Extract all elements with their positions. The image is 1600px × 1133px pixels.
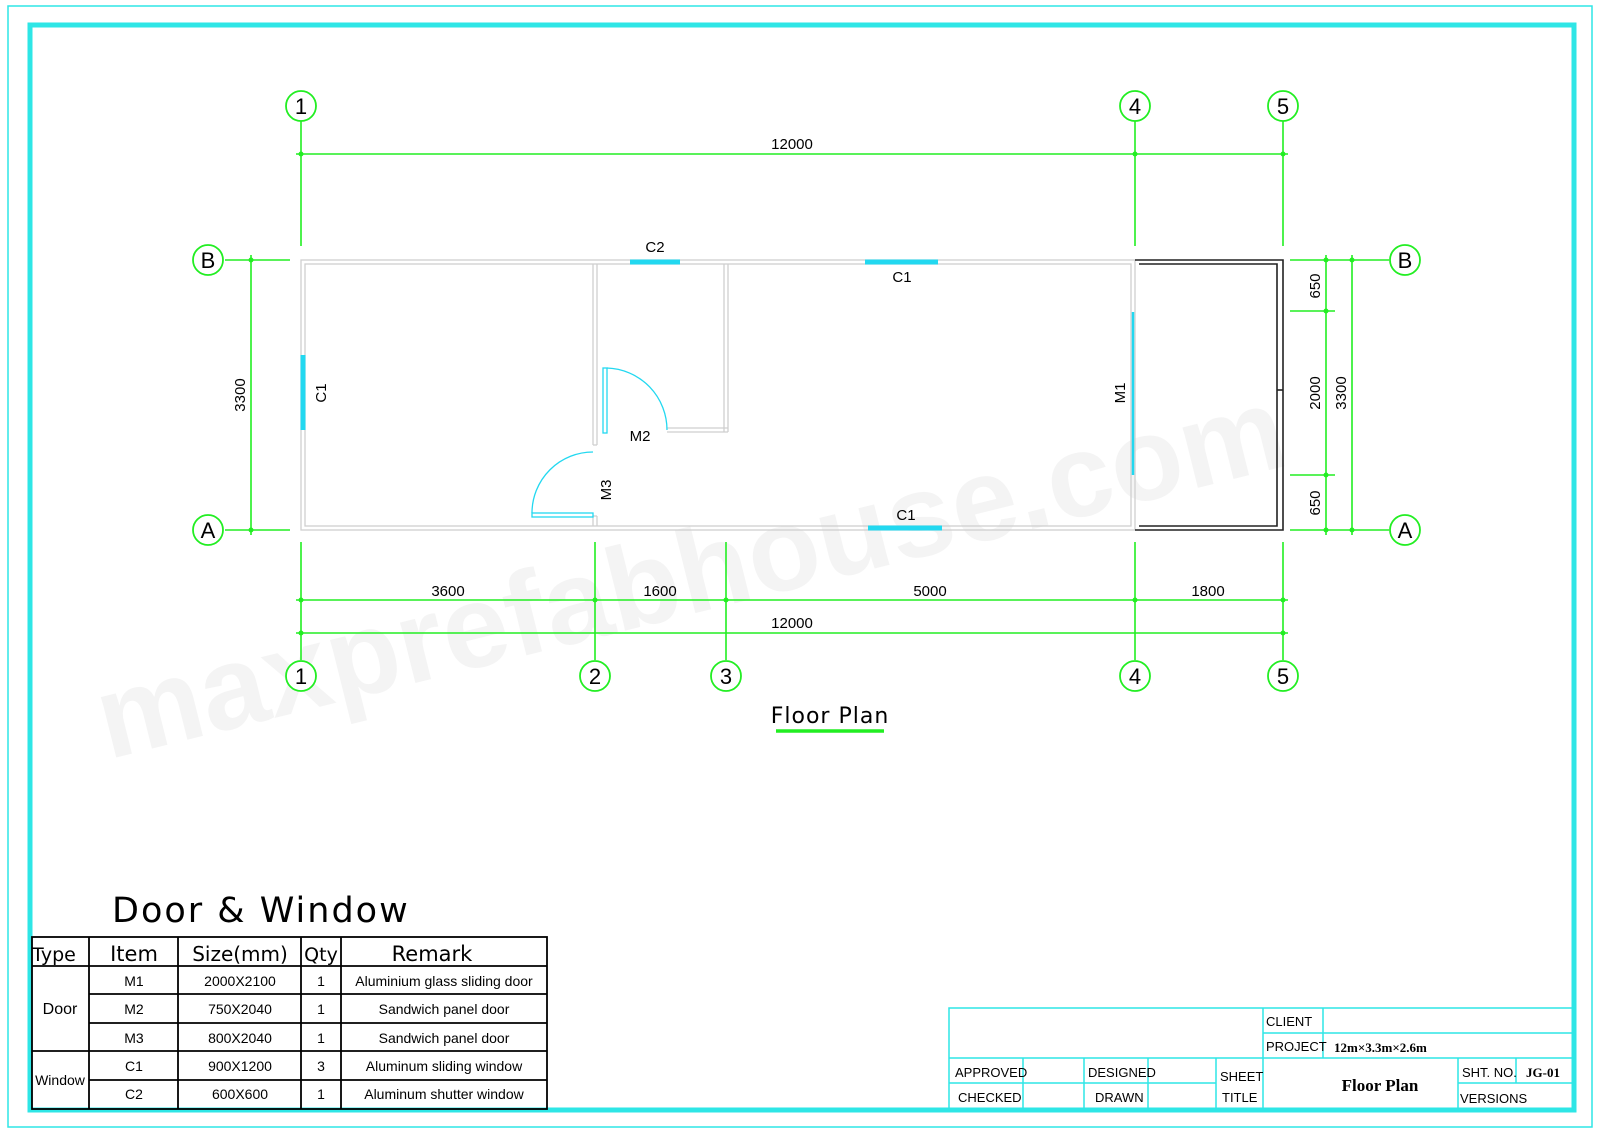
schedule-row-size: 600X600 [212,1086,268,1102]
schedule-title: Door & Window [112,891,410,931]
schedule-header-qty: Qty [304,944,338,966]
drawn-label: DRAWN [1095,1090,1144,1105]
label-c1-top: C1 [892,269,911,286]
schedule-row-item: C2 [125,1086,143,1102]
door-m3-leaf [531,512,594,518]
door-m2-swing [606,367,668,431]
dim-right-3300: 3300 [1333,376,1350,409]
axis-label-top-4: 4 [1129,94,1141,119]
openings [300,259,1135,531]
axis-label-left-a: A [201,518,216,543]
label-c2: C2 [645,239,664,256]
designed-label: DESIGNED [1088,1065,1156,1080]
schedule-row-qty: 3 [317,1058,325,1074]
dimension-ticks [248,151,1355,636]
schedule-row-remark: Aluminum sliding window [366,1058,523,1074]
axis-label-top-5: 5 [1277,94,1289,119]
schedule-row-remark: Sandwich panel door [379,1030,510,1046]
watermark-text: maxprefabhouse.com [83,362,1298,785]
schedule-header-size: Size(mm) [192,942,288,966]
schedule-row-item: M2 [124,1001,144,1017]
schedule-row-item: C1 [125,1058,143,1074]
axis-label-right-b: B [1398,248,1413,273]
label-m2: M2 [630,428,651,445]
door-m2-leaf [602,367,608,434]
dim-bottom-overall: 12000 [771,615,813,632]
schedule-header-item: Item [110,942,158,966]
schedule-row-remark: Aluminum shutter window [364,1086,524,1102]
project-value: 12m×3.3m×2.6m [1334,1040,1427,1055]
porch-walls [1135,259,1284,531]
dim-bottom-1800: 1800 [1191,583,1224,600]
approved-label: APPROVED [955,1065,1027,1080]
checked-label: CHECKED [958,1090,1022,1105]
inner-frame [27,22,1577,1113]
axis-label-left-b: B [201,248,216,273]
axis-label-bottom-4: 4 [1129,664,1141,689]
axis-label-right-a: A [1398,518,1413,543]
schedule-row-remark: Aluminium glass sliding door [355,973,533,989]
title-block [948,1007,1575,1111]
sheet-number-value: JG-01 [1526,1065,1560,1080]
schedule-group-door: Door [43,1001,78,1018]
schedule-header-type: Type [31,944,76,966]
schedule-group-window: Window [35,1072,86,1088]
axis-label-top-1: 1 [295,94,307,119]
label-c1-bottom: C1 [896,507,915,524]
drawing-title-value: Floor Plan [1342,1076,1419,1095]
schedule-row-remark: Sandwich panel door [379,1001,510,1017]
sheet-label: SHEET [1220,1069,1263,1084]
dim-top-overall: 12000 [771,136,813,153]
schedule-header-remark: Remark [392,942,474,966]
dim-right-2000: 2000 [1307,376,1324,409]
schedule-row-qty: 1 [317,1030,325,1046]
dim-right-650-bottom: 650 [1307,490,1324,515]
label-c1-left: C1 [313,383,330,402]
schedule-row-size: 800X2040 [208,1030,272,1046]
grid-bubbles [192,90,1421,692]
label-m3: M3 [598,480,615,501]
schedule-row-qty: 1 [317,1001,325,1017]
axis-label-bottom-3: 3 [720,664,732,689]
versions-label: VERSIONS [1460,1091,1528,1106]
schedule-row-size: 750X2040 [208,1001,272,1017]
dim-left-3300: 3300 [232,378,249,411]
dim-bottom-5000: 5000 [913,583,946,600]
label-m1: M1 [1112,383,1129,404]
axis-label-bottom-1: 1 [295,664,307,689]
dim-bottom-3600: 3600 [431,583,464,600]
schedule-row-size: 900X1200 [208,1058,272,1074]
plan-title: Floor Plan [771,704,890,729]
door-m3-swing [531,451,594,514]
schedule-row-item: M1 [124,973,144,989]
schedule-table [31,936,548,1110]
schedule-row-qty: 1 [317,973,325,989]
outer-frame [7,5,1593,1128]
sheet-number-label: SHT. NO. [1462,1065,1517,1080]
dim-right-650-top: 650 [1307,273,1324,298]
axis-label-bottom-2: 2 [589,664,601,689]
dim-bottom-1600: 1600 [643,583,676,600]
schedule-row-item: M3 [124,1030,144,1046]
project-label: PROJECT [1266,1039,1327,1054]
schedule-row-size: 2000X2100 [204,973,276,989]
schedule-row-qty: 1 [317,1086,325,1102]
client-label: CLIENT [1266,1014,1312,1029]
axis-label-bottom-5: 5 [1277,664,1289,689]
sheet-title-label: TITLE [1222,1090,1258,1105]
